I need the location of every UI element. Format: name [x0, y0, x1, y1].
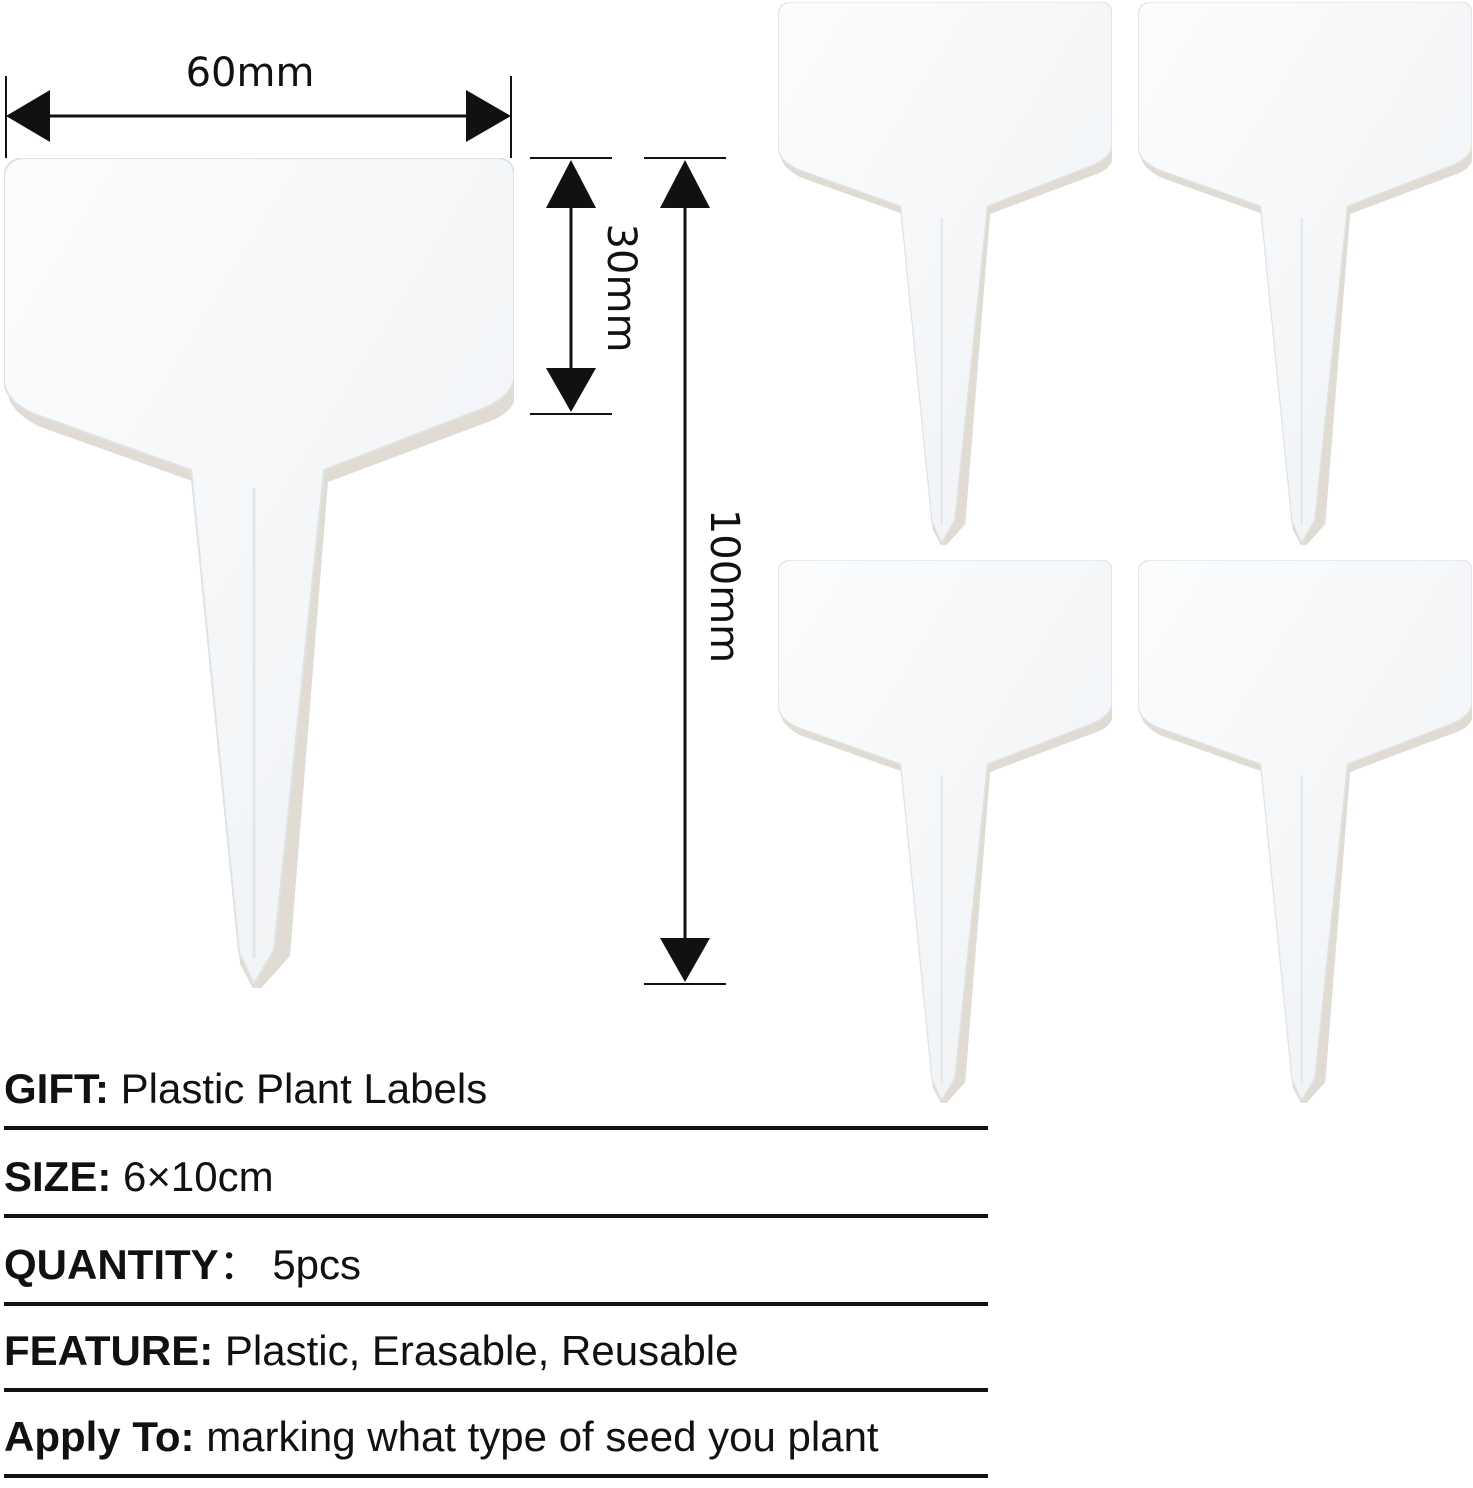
arrow-left-icon	[6, 90, 50, 142]
total-height-dimension: 100mm	[644, 157, 747, 985]
spec-key: FEATURE:	[4, 1327, 214, 1374]
spec-value: Plastic, Erasable, Reusable	[213, 1327, 739, 1374]
arrow-right-icon	[466, 90, 511, 142]
plant-label-small-3	[778, 560, 1112, 1103]
spec-value: ： 5pcs	[218, 1241, 362, 1288]
spec-value: 6×10cm	[111, 1153, 274, 1200]
arrow-down-icon	[660, 938, 710, 982]
spec-value: marking what type of seed you plant	[194, 1413, 879, 1460]
spec-row-quantity: QUANTITY： 5pcs	[4, 1236, 988, 1306]
spec-key: Apply To:	[4, 1413, 195, 1460]
head-height-label: 30mm	[598, 224, 644, 353]
head-height-dimension: 30mm	[530, 157, 644, 415]
spec-key: QUANTITY	[4, 1241, 219, 1288]
width-dimension: 60mm	[5, 50, 512, 158]
arrow-up-icon	[660, 160, 710, 208]
arrow-down-icon	[546, 368, 596, 412]
spec-key: SIZE:	[4, 1153, 112, 1200]
spec-row-size: SIZE: 6×10cm	[4, 1148, 988, 1218]
plant-label-large	[4, 158, 514, 988]
plant-label-small-4	[1138, 560, 1472, 1103]
spec-row-gift: GIFT: Plastic Plant Labels	[4, 1060, 988, 1130]
spec-row-feature: FEATURE: Plastic, Erasable, Reusable	[4, 1322, 988, 1392]
spec-value: Plastic Plant Labels	[108, 1065, 488, 1112]
plant-label-small-1	[778, 2, 1112, 545]
spec-row-apply-to: Apply To: marking what type of seed you …	[4, 1408, 988, 1478]
arrow-up-icon	[546, 160, 596, 208]
spec-key: GIFT:	[4, 1065, 109, 1112]
width-label: 60mm	[186, 50, 315, 96]
plant-label-small-2	[1138, 2, 1472, 545]
total-height-label: 100mm	[701, 509, 747, 663]
